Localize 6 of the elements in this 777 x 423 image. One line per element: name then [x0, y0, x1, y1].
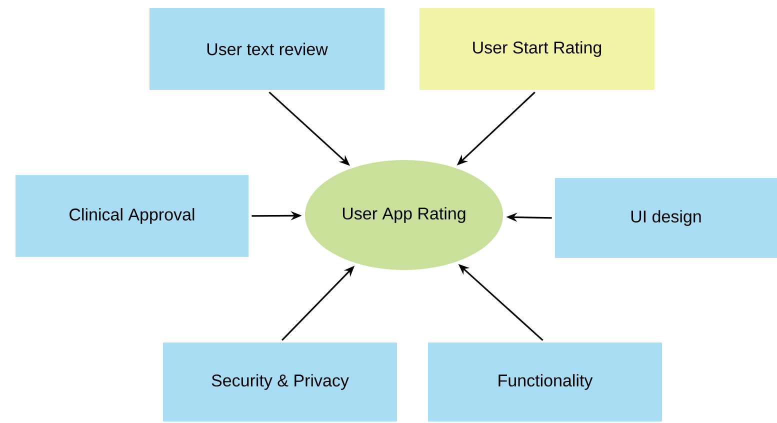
factor-box: UI design: [555, 178, 777, 258]
factor-box: Functionality: [428, 342, 662, 422]
factor-box: User Start Rating: [420, 8, 654, 90]
factor-box: Clinical Approval: [16, 175, 248, 257]
factor-box: User text review: [150, 8, 384, 90]
factor-box: Security & Privacy: [163, 342, 397, 422]
